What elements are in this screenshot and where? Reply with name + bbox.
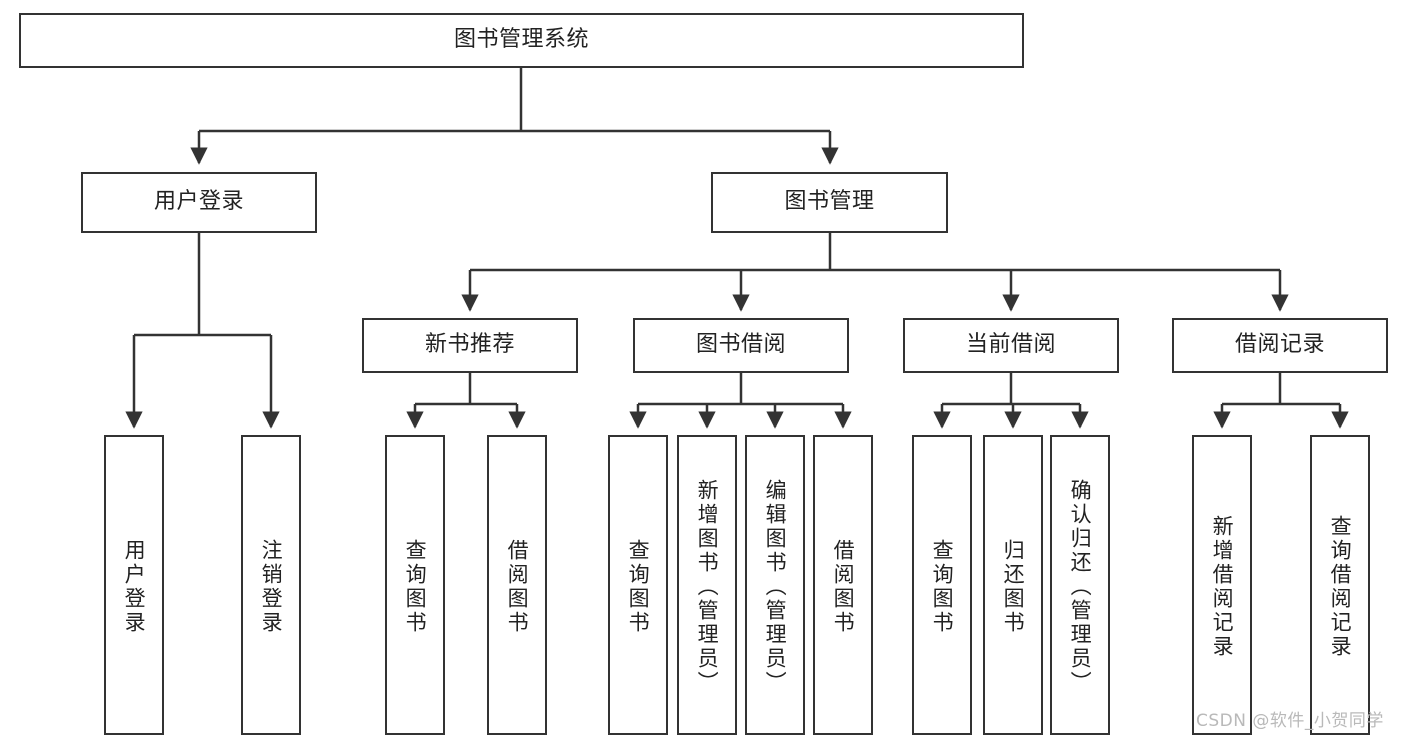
edge-borrow-record-to-leaves xyxy=(1213,373,1349,429)
csdn-watermark: CSDN @软件_小贺同学 xyxy=(1196,711,1384,731)
leaf-query-book-1[interactable]: 查询图书 xyxy=(385,435,445,735)
edge-book-borrow-to-leaves xyxy=(629,373,852,429)
leaf-borrow-book-2[interactable]: 借阅图书 xyxy=(813,435,873,735)
node-root[interactable]: 图书管理系统 xyxy=(19,13,1024,68)
edge-user-login-to-leaves xyxy=(125,233,280,429)
leaf-user-login[interactable]: 用户登录 xyxy=(104,435,164,735)
leaf-query-book-2[interactable]: 查询图书 xyxy=(608,435,668,735)
node-user-login[interactable]: 用户登录 xyxy=(81,172,317,233)
leaf-edit-book[interactable]: 编辑图书（管理员） xyxy=(745,435,805,735)
leaf-add-record[interactable]: 新增借阅记录 xyxy=(1192,435,1252,735)
node-borrow-record[interactable]: 借阅记录 xyxy=(1172,318,1388,373)
edge-current-borrow-to-leaves xyxy=(933,373,1089,429)
leaf-add-book[interactable]: 新增图书（管理员） xyxy=(677,435,737,735)
leaf-return-book[interactable]: 归还图书 xyxy=(983,435,1043,735)
edge-book-manage-to-level2 xyxy=(461,233,1289,312)
node-current-borrow[interactable]: 当前借阅 xyxy=(903,318,1119,373)
node-book-manage[interactable]: 图书管理 xyxy=(711,172,948,233)
leaf-query-record[interactable]: 查询借阅记录 xyxy=(1310,435,1370,735)
edge-root-to-level1 xyxy=(190,68,839,165)
leaf-query-book-3[interactable]: 查询图书 xyxy=(912,435,972,735)
edge-new-book-recommend-to-leaves xyxy=(406,373,526,429)
node-book-borrow[interactable]: 图书借阅 xyxy=(633,318,849,373)
node-new-book-recommend[interactable]: 新书推荐 xyxy=(362,318,578,373)
leaf-logout[interactable]: 注销登录 xyxy=(241,435,301,735)
leaf-confirm-return[interactable]: 确认归还（管理员） xyxy=(1050,435,1110,735)
leaf-borrow-book-1[interactable]: 借阅图书 xyxy=(487,435,547,735)
